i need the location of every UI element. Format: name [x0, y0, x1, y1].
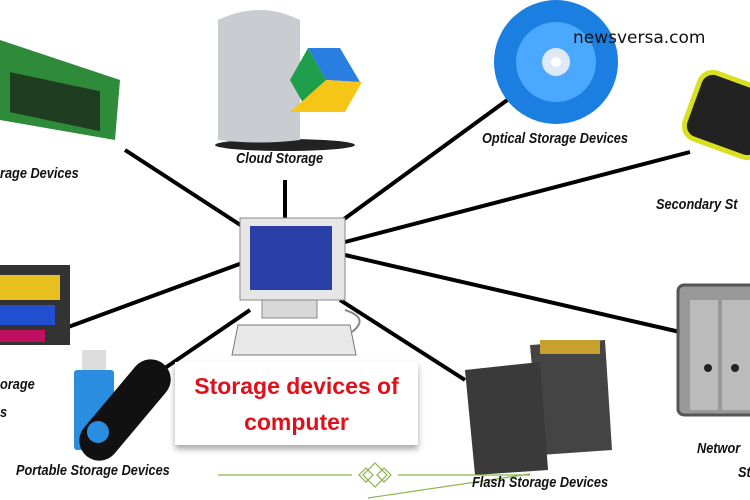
label-cloud-storage: Cloud Storage [236, 150, 324, 167]
connector-lines [59, 96, 691, 382]
label-flash-storage: Flash Storage Devices [472, 474, 609, 491]
decorative-divider [218, 462, 531, 499]
line-tape [59, 260, 246, 332]
line-optical [338, 96, 512, 224]
label-tape-storage-2: s [0, 404, 8, 421]
label-network-storage-1: Networ [697, 440, 741, 457]
line-portable [163, 308, 252, 370]
optical-disc-icon [494, 0, 618, 124]
line-primary [123, 148, 247, 230]
sd-card-icon [465, 340, 612, 475]
title-line-1: Storage devices of [194, 373, 399, 399]
computer-icon [231, 217, 361, 356]
watermark: newsversa.com [573, 28, 706, 48]
label-secondary-storage: Secondary St [656, 196, 738, 213]
line-secondary [344, 150, 691, 244]
label-optical-storage: Optical Storage Devices [482, 130, 628, 147]
title-line-2: computer [244, 409, 349, 435]
label-tape-storage-1: orage [0, 376, 35, 393]
label-portable-storage: Portable Storage Devices [16, 462, 170, 479]
diagram-title: Storage devices of computer [175, 362, 418, 445]
tape-cassette-icon [0, 265, 70, 345]
line-flash [338, 298, 467, 382]
external-drive-icon [681, 69, 750, 161]
ram-icon [0, 40, 120, 140]
network-storage-icon [676, 283, 750, 417]
label-primary-storage: rage Devices [0, 165, 79, 182]
label-network-storage-2: St [738, 464, 750, 481]
cloud-storage-icon [215, 10, 362, 151]
line-network [344, 253, 681, 334]
usb-drive-icon [74, 350, 171, 461]
